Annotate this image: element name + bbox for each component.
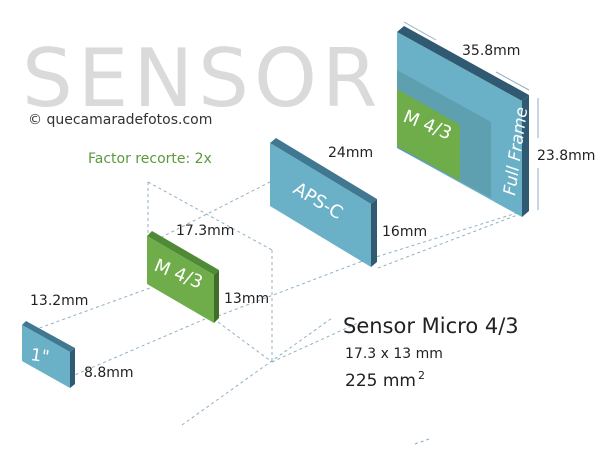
one-inch-width: 13.2mm bbox=[30, 293, 88, 309]
apsc-width: 24mm bbox=[328, 145, 373, 161]
guide-line bbox=[149, 181, 271, 244]
sensor-top-edge bbox=[270, 138, 377, 204]
sensor-face bbox=[147, 236, 214, 323]
sensor-label: 1" bbox=[29, 345, 50, 367]
m43-overlay bbox=[397, 89, 460, 181]
sensor-side-edge bbox=[70, 348, 75, 388]
sensor-face bbox=[22, 325, 70, 388]
sensor-apsc: APS-C bbox=[270, 138, 377, 267]
guide-line bbox=[377, 213, 521, 269]
m43-width: 17.3mm bbox=[176, 223, 234, 239]
sensor-face bbox=[270, 143, 371, 267]
one-inch-height: 8.8mm bbox=[84, 365, 134, 381]
sensor-one-inch: 1" bbox=[22, 321, 75, 388]
sensor-full-frame: M 4/3 Full Frame bbox=[397, 26, 532, 217]
dimension-line bbox=[495, 71, 530, 91]
sensor-top-edge bbox=[397, 26, 529, 101]
guide-line bbox=[69, 315, 213, 378]
full-frame-dimension-lines bbox=[403, 21, 539, 210]
info-area-value: 225 mm bbox=[345, 371, 416, 391]
perspective-guides bbox=[33, 181, 521, 445]
sensor-side-edge bbox=[371, 199, 377, 267]
dimension-line bbox=[403, 21, 437, 41]
guide-line bbox=[33, 287, 151, 331]
crop-factor-label: Factor recorte: 2x bbox=[88, 151, 212, 167]
info-area-exponent: 2 bbox=[418, 369, 425, 382]
info-dimensions: 17.3 x 13 mm bbox=[345, 346, 443, 362]
guide-line bbox=[414, 437, 433, 445]
guide-line bbox=[181, 317, 333, 426]
sensor-top-edge bbox=[22, 321, 75, 352]
sensor-side-edge bbox=[214, 270, 219, 323]
sensor-m43: M 4/3 bbox=[147, 231, 219, 323]
apsc-height: 16mm bbox=[382, 224, 427, 240]
sensor-title: SENSOR bbox=[22, 32, 383, 125]
guide-line bbox=[271, 321, 361, 363]
sensor-top-edge bbox=[147, 231, 219, 275]
guide-line bbox=[217, 321, 273, 363]
full-frame-height: 23.8mm bbox=[537, 148, 595, 164]
copyright-text: © quecamaradefotos.com bbox=[28, 112, 212, 128]
guide-line bbox=[217, 261, 361, 317]
info-sensor-name: Sensor Micro 4/3 bbox=[343, 314, 519, 338]
sensor-side-edge bbox=[522, 95, 529, 217]
full-frame-width: 35.8mm bbox=[462, 43, 520, 59]
guide-line bbox=[359, 211, 521, 263]
m43-height: 13mm bbox=[224, 291, 269, 307]
